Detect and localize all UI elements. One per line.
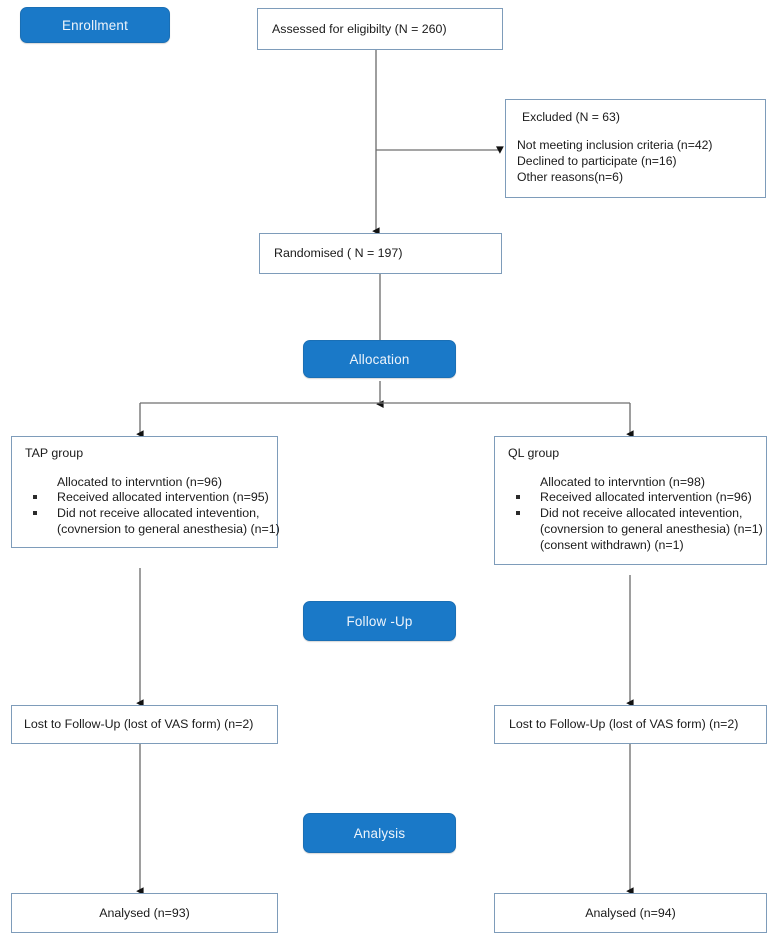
arm-ql-bullet-1: Did not receive allocated intevention, [540, 506, 743, 520]
arm-ql-analysed-label: Analysed (n=94) [585, 906, 676, 920]
bullet-icon [516, 511, 520, 515]
stage-pill-analysis[interactable]: Analysis [303, 813, 456, 853]
box-arm-tap: TAP group Allocated to intervntion (n=96… [11, 436, 280, 548]
assessed-label: Assessed for eligibilty (N = 260) [272, 22, 447, 36]
arm-ql-continuation-1: (consent withdrawn) (n=1) [540, 538, 684, 552]
arm-tap-title: TAP group [25, 446, 84, 460]
arm-tap-bullet-0: Received allocated intervention (n=95) [57, 490, 269, 504]
bullet-icon [516, 495, 520, 499]
bullet-icon [33, 511, 37, 515]
bullet-icon [33, 495, 37, 499]
arm-tap-lost-label: Lost to Follow-Up (lost of VAS form) (n=… [24, 717, 254, 731]
arm-tap-analysed-label: Analysed (n=93) [99, 906, 190, 920]
arm-ql-title: QL group [508, 446, 560, 460]
box-lost-followup-tap: Lost to Follow-Up (lost of VAS form) (n=… [11, 705, 278, 744]
stage-label-followup: Follow -Up [346, 613, 413, 629]
box-excluded: Excluded (N = 63) Not meeting inclusion … [505, 99, 766, 198]
box-arm-ql: QL group Allocated to intervntion (n=98)… [494, 436, 767, 565]
box-assessed-for-eligibility: Assessed for eligibilty (N = 260) [257, 8, 503, 50]
stage-label-enrollment: Enrollment [61, 17, 128, 33]
excluded-reason-0: Not meeting inclusion criteria (n=42) [517, 138, 713, 152]
stage-pill-enrollment[interactable]: Enrollment [20, 7, 170, 43]
arm-tap-continuation-0: (covnersion to general anesthesia) (n=1) [57, 522, 280, 536]
arm-ql-continuation-0: (covnersion to general anesthesia) (n=1) [540, 522, 763, 536]
stage-label-analysis: Analysis [353, 825, 406, 841]
box-lost-followup-ql: Lost to Follow-Up (lost of VAS form) (n=… [494, 705, 767, 744]
arm-ql-lead: Allocated to intervntion (n=98) [540, 475, 705, 489]
arm-tap-lead: Allocated to intervntion (n=96) [57, 475, 222, 489]
arm-ql-lost-label: Lost to Follow-Up (lost of VAS form) (n=… [509, 717, 739, 731]
stage-pill-allocation[interactable]: Allocation [303, 340, 456, 378]
excluded-reason-2: Other reasons(n=6) [517, 170, 624, 184]
stage-pill-followup[interactable]: Follow -Up [303, 601, 456, 641]
stage-label-allocation: Allocation [349, 351, 410, 367]
box-analysed-tap: Analysed (n=93) [11, 893, 278, 933]
box-randomised: Randomised ( N = 197) [259, 233, 502, 274]
arm-ql-bullet-0: Received allocated intervention (n=96) [540, 490, 752, 504]
excluded-reason-1: Declined to participate (n=16) [517, 154, 677, 168]
box-analysed-ql: Analysed (n=94) [494, 893, 767, 933]
excluded-header: Excluded (N = 63) [522, 110, 620, 124]
arm-tap-bullet-1: Did not receive allocated intevention, [57, 506, 260, 520]
randomised-label: Randomised ( N = 197) [274, 246, 403, 260]
